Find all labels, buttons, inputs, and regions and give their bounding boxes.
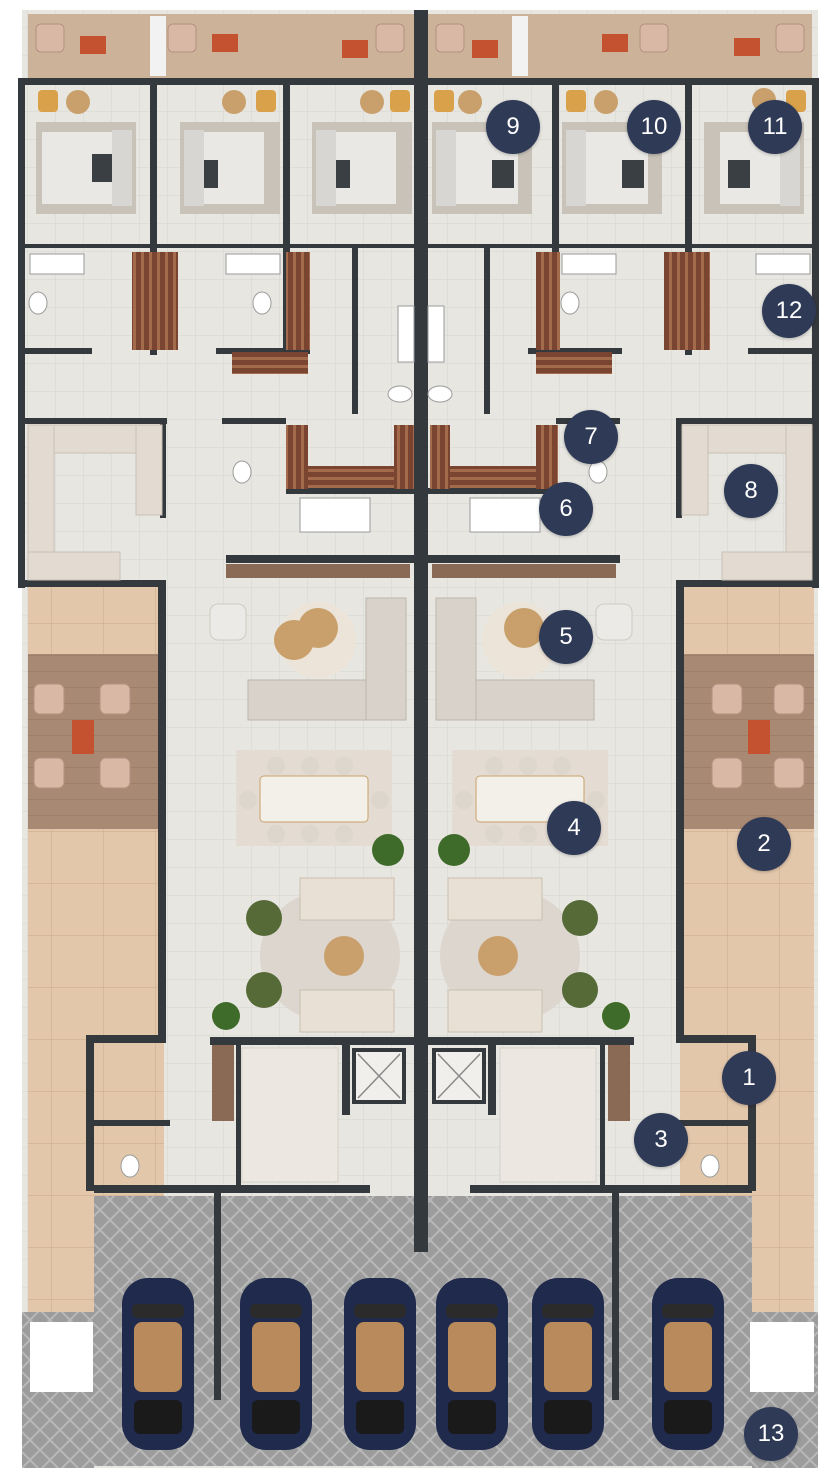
storage-left xyxy=(30,1322,93,1392)
marker-9: 9 xyxy=(486,100,540,154)
marker-5: 5 xyxy=(539,610,593,664)
marker-6: 6 xyxy=(539,482,593,536)
storage-right xyxy=(750,1322,814,1392)
marker-7: 7 xyxy=(564,410,618,464)
marker-12: 12 xyxy=(762,284,816,338)
marker-13: 13 xyxy=(744,1407,798,1461)
car-1 xyxy=(122,1278,194,1450)
car-2 xyxy=(240,1278,312,1450)
marker-10: 10 xyxy=(627,100,681,154)
car-5 xyxy=(532,1278,604,1450)
marker-3: 3 xyxy=(634,1113,688,1167)
car-3 xyxy=(344,1278,416,1450)
car-6 xyxy=(652,1278,724,1450)
marker-2: 2 xyxy=(737,817,791,871)
car-4 xyxy=(436,1278,508,1450)
marker-4: 4 xyxy=(547,801,601,855)
marker-11: 11 xyxy=(748,100,802,154)
marker-1: 1 xyxy=(722,1051,776,1105)
marker-8: 8 xyxy=(724,464,778,518)
